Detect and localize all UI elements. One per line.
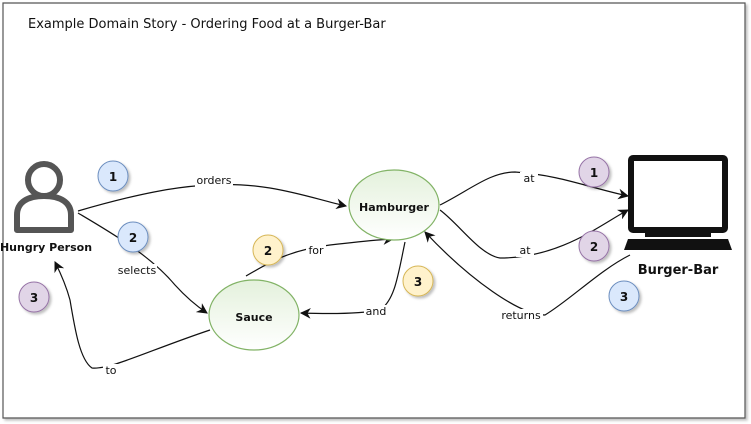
work-object-sauce-label: Sauce <box>235 311 272 324</box>
work-object-hamburger-label: Hamburger <box>359 201 430 214</box>
label-to: to <box>103 364 119 377</box>
svg-text:2: 2 <box>264 244 272 258</box>
sequence-badge-3-right: 3 <box>608 280 640 312</box>
label-selects: selects <box>117 264 157 277</box>
person-icon <box>14 161 74 233</box>
work-object-hamburger: Hamburger <box>348 169 440 241</box>
label-at-2: at <box>516 244 534 257</box>
connector-at-2 <box>439 209 629 259</box>
sequence-badge-3-mid: 3 <box>402 265 434 297</box>
connector-returns <box>424 231 631 316</box>
connector-selects <box>77 212 208 314</box>
svg-text:to: to <box>105 364 116 377</box>
svg-text:returns: returns <box>501 309 541 322</box>
svg-text:3: 3 <box>620 290 628 304</box>
label-and: and <box>364 305 388 318</box>
diagram-title: Example Domain Story - Ordering Food at … <box>28 17 386 32</box>
work-object-sauce: Sauce <box>208 279 300 351</box>
svg-text:3: 3 <box>30 291 38 305</box>
computer-icon <box>624 155 732 250</box>
sequence-badge-1-left: 1 <box>97 160 129 192</box>
svg-text:at: at <box>523 172 535 185</box>
svg-text:and: and <box>366 305 387 318</box>
svg-text:selects: selects <box>118 264 157 277</box>
sequence-badge-2-left: 2 <box>117 221 149 253</box>
connector-to <box>54 261 211 369</box>
svg-text:orders: orders <box>196 174 231 187</box>
connector-orders <box>77 183 348 212</box>
svg-text:2: 2 <box>590 240 598 254</box>
svg-text:1: 1 <box>590 166 598 180</box>
label-orders: orders <box>195 174 233 187</box>
svg-text:for: for <box>308 244 324 257</box>
label-at-1: at <box>520 172 538 185</box>
sequence-badge-1-right: 1 <box>578 156 610 188</box>
svg-text:at: at <box>519 244 531 257</box>
svg-text:3: 3 <box>414 275 422 289</box>
actor-hungry-person: Hungry Person <box>0 241 92 254</box>
connector-at-1 <box>439 171 630 206</box>
svg-text:1: 1 <box>109 170 117 184</box>
sequence-badge-2-mid: 2 <box>252 234 284 266</box>
svg-text:2: 2 <box>129 231 137 245</box>
sequence-badge-3-left: 3 <box>18 281 50 313</box>
label-for: for <box>306 244 326 257</box>
actor-burger-bar: Burger-Bar <box>638 263 719 278</box>
connector-for <box>245 234 395 277</box>
sequence-badge-2-right: 2 <box>578 230 610 262</box>
label-returns: returns <box>499 309 543 322</box>
